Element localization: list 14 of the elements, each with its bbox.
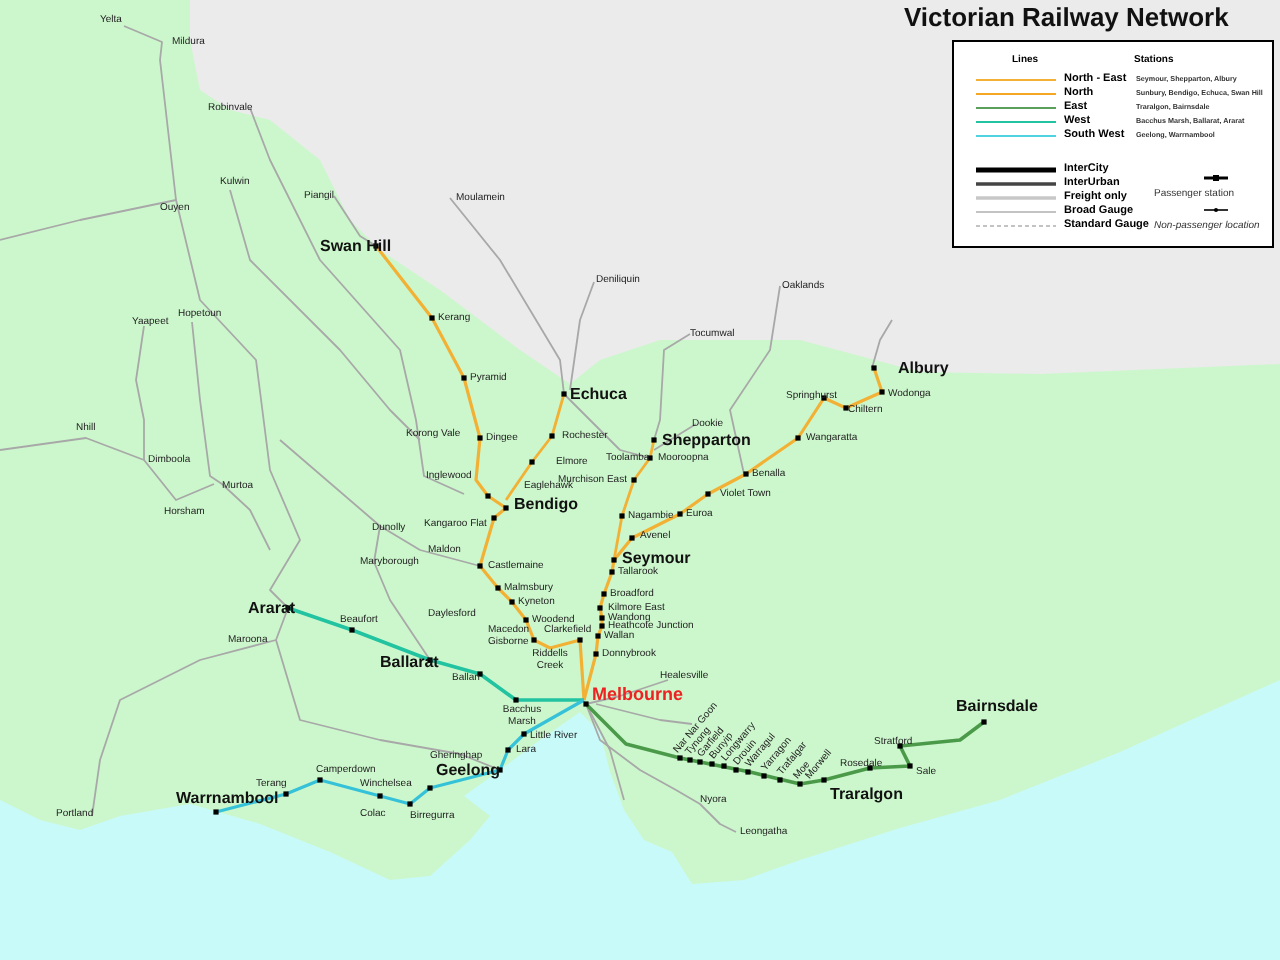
city-label: Ararat (248, 599, 296, 617)
city-label: Echuca (570, 385, 627, 403)
city-label: Warrnambool (176, 789, 279, 807)
map-title: Victorian Railway Network (904, 2, 1229, 32)
city-label: Ballarat (380, 653, 439, 671)
city-label: Traralgon (830, 785, 903, 803)
city-label: Shepparton (662, 431, 751, 449)
city-label: Albury (898, 359, 949, 377)
city-label: Bendigo (514, 495, 578, 513)
city-label: Swan Hill (320, 237, 392, 255)
city-label: Geelong (436, 761, 501, 779)
capital-label: Melbourne (592, 684, 684, 704)
city-label: Seymour (622, 549, 691, 567)
city-label: Bairnsdale (956, 697, 1038, 715)
